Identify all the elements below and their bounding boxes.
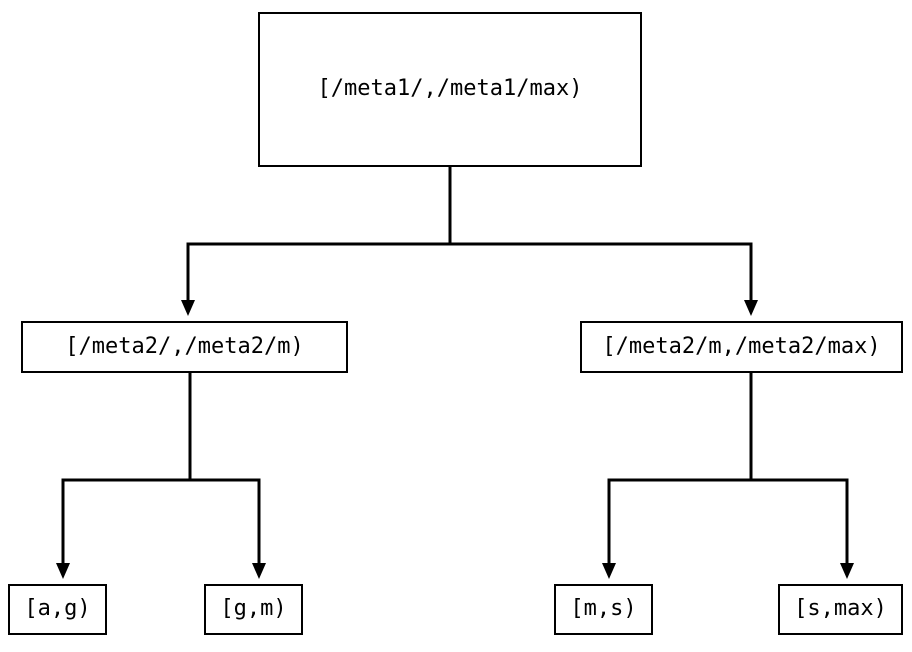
- tree-node-mid-left[interactable]: [/meta2/,/meta2/m): [21, 321, 348, 373]
- tree-node-leaf-smax-label: [s,max): [794, 596, 887, 622]
- tree-node-leaf-gm-label: [g,m): [220, 596, 287, 622]
- tree-node-leaf-gm[interactable]: [g,m): [204, 584, 303, 635]
- tree-node-mid-left-label: [/meta2/,/meta2/m): [65, 333, 304, 359]
- edge-mid-left-to-leaf-ag: [56, 373, 192, 579]
- arrowhead-icon: [252, 563, 266, 579]
- edge-mid-left-to-leaf-gm: [188, 373, 266, 579]
- tree-node-leaf-smax[interactable]: [s,max): [778, 584, 903, 635]
- arrowhead-icon: [56, 563, 70, 579]
- arrowhead-icon: [744, 300, 758, 316]
- edge-mid-right-to-leaf-smax: [749, 373, 854, 579]
- edge-mid-right-to-leaf-ms: [602, 373, 753, 579]
- arrowhead-icon: [840, 563, 854, 579]
- tree-node-root-label: [/meta1/,/meta1/max): [317, 76, 583, 102]
- tree-node-leaf-ag-label: [a,g): [24, 596, 91, 622]
- tree-node-leaf-ms[interactable]: [m,s): [554, 584, 653, 635]
- arrowhead-icon: [181, 300, 195, 316]
- tree-node-root[interactable]: [/meta1/,/meta1/max): [258, 12, 642, 167]
- tree-node-mid-right[interactable]: [/meta2/m,/meta2/max): [580, 321, 903, 373]
- tree-node-leaf-ms-label: [m,s): [570, 596, 637, 622]
- tree-node-mid-right-label: [/meta2/m,/meta2/max): [602, 333, 881, 359]
- arrowhead-icon: [602, 563, 616, 579]
- tree-node-leaf-ag[interactable]: [a,g): [8, 584, 107, 635]
- edge-root-to-mid-left: [181, 167, 452, 316]
- edge-root-to-mid-right: [448, 167, 758, 316]
